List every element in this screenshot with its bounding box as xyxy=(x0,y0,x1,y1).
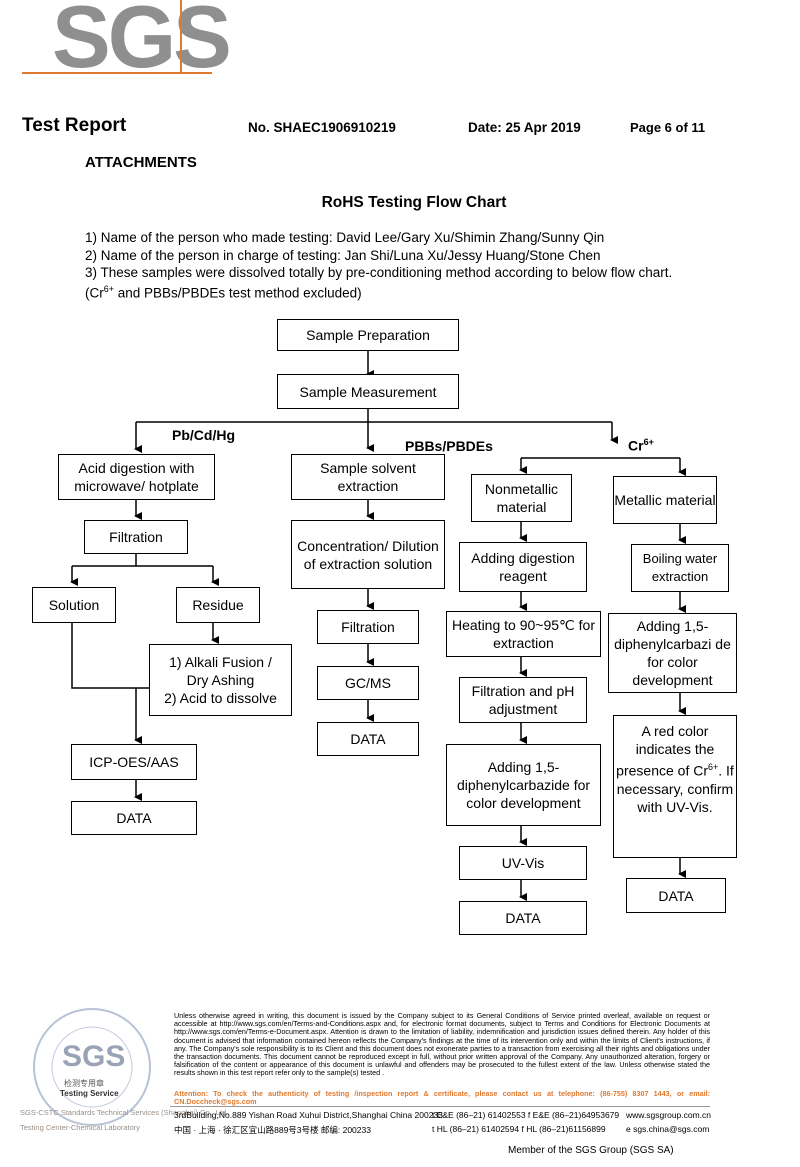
sgs-logo: SGS xyxy=(22,0,232,86)
chart-title: RoHS Testing Flow Chart xyxy=(321,194,507,211)
branch-label-cr6: Cr6+ xyxy=(628,437,654,454)
box-filtration-pbb: Filtration xyxy=(317,610,419,644)
logo-text: SGS xyxy=(52,0,232,86)
seal-sub-en: Testing Service xyxy=(60,1089,119,1098)
box-filtration-ph: Filtration and pH adjustment xyxy=(459,677,587,723)
footer-attention: Attention: To check the authenticity of … xyxy=(174,1089,710,1107)
report-title: Test Report xyxy=(22,115,127,136)
footer-disclaimer: Unless otherwise agreed in writing, this… xyxy=(174,1011,710,1078)
footer-website: www.sgsgroup.com.cn xyxy=(626,1110,712,1120)
box-adding-dpc-metal: Adding 1,5-diphenylcarbazi de for color … xyxy=(608,613,737,693)
note-3: 3) These samples were dissolved totally … xyxy=(85,265,673,280)
box-filtration-pb: Filtration xyxy=(84,520,188,554)
box-nonmetallic-material: Nonmetallic material xyxy=(471,474,572,522)
box-acid-digestion: Acid digestion with microwave/ hotplate xyxy=(58,454,215,500)
box-metallic-material: Metallic material xyxy=(613,476,717,524)
box-gc-ms: GC/MS xyxy=(317,666,419,700)
sgs-seal xyxy=(33,1008,151,1126)
box-data-nonmetal: DATA xyxy=(459,901,587,935)
box-red-color: A red color indicates the presence of Cr… xyxy=(613,715,737,858)
branch-label-pb-cd-hg: Pb/Cd/Hg xyxy=(172,427,235,443)
box-sample-measurement: Sample Measurement xyxy=(277,374,459,409)
logo-orange-vline xyxy=(180,0,182,72)
box-concentration: Concentration/ Dilution of extraction so… xyxy=(291,520,445,589)
note-4: (Cr6+ and PBBs/PBDEs test method exclude… xyxy=(85,284,362,301)
section-heading: ATTACHMENTS xyxy=(85,154,197,171)
box-icp-oes-aas: ICP-OES/AAS xyxy=(71,744,197,780)
box-adding-dpc-nonmetal: Adding 1,5-diphenylcarbazide for color d… xyxy=(446,744,601,826)
report-number: No. SHAEC1906910219 xyxy=(248,120,396,135)
note-2: 2) Name of the person in charge of testi… xyxy=(85,248,601,263)
footer-divider xyxy=(170,1106,710,1107)
footer-phone-hl: t HL (86–21) 61402594 f HL (86–21)611568… xyxy=(432,1124,606,1134)
page-number: Page 6 of 11 xyxy=(630,120,706,135)
footer-address-en: 3rdBuilding,No.889 Yishan Road Xuhui Dis… xyxy=(174,1110,443,1120)
branch-label-pbbs-pbdes: PBBs/PBDEs xyxy=(405,438,493,454)
box-residue: Residue xyxy=(176,587,260,623)
box-data-metal: DATA xyxy=(626,878,726,913)
box-sample-preparation: Sample Preparation xyxy=(277,319,459,351)
seal-caption-2: Testing Center-Chemical Laboratory xyxy=(20,1123,141,1132)
footer-member: Member of the SGS Group (SGS SA) xyxy=(508,1145,674,1156)
seal-sub-cn: 检测专用章 xyxy=(64,1079,104,1088)
footer-address-cn: 中国 · 上海 · 徐汇区宜山路889号3号楼 邮编: 200233 xyxy=(174,1125,371,1135)
box-boiling-water: Boiling water extraction xyxy=(631,544,729,592)
box-data-pbb: DATA xyxy=(317,722,419,756)
report-date: Date: 25 Apr 2019 xyxy=(468,120,581,135)
box-data-pb: DATA xyxy=(71,801,197,835)
note-1: 1) Name of the person who made testing: … xyxy=(85,230,605,245)
box-sample-solvent-extraction: Sample solvent extraction xyxy=(291,454,445,500)
footer-phone-ee: t E&E (86–21) 61402553 f E&E (86–21)6495… xyxy=(432,1110,620,1120)
box-solution: Solution xyxy=(32,587,116,623)
seal-caption-1: SGS-CSTC Standards Technical Services (S… xyxy=(20,1108,229,1117)
logo-orange-hline xyxy=(22,72,212,74)
box-uv-vis: UV-Vis xyxy=(459,846,587,880)
seal-center-text: SGS xyxy=(62,1040,126,1073)
box-heating: Heating to 90~95℃ for extraction xyxy=(446,611,601,657)
box-adding-digestion-reagent: Adding digestion reagent xyxy=(459,542,587,592)
footer-email: e sgs.china@sgs.com xyxy=(626,1124,710,1134)
